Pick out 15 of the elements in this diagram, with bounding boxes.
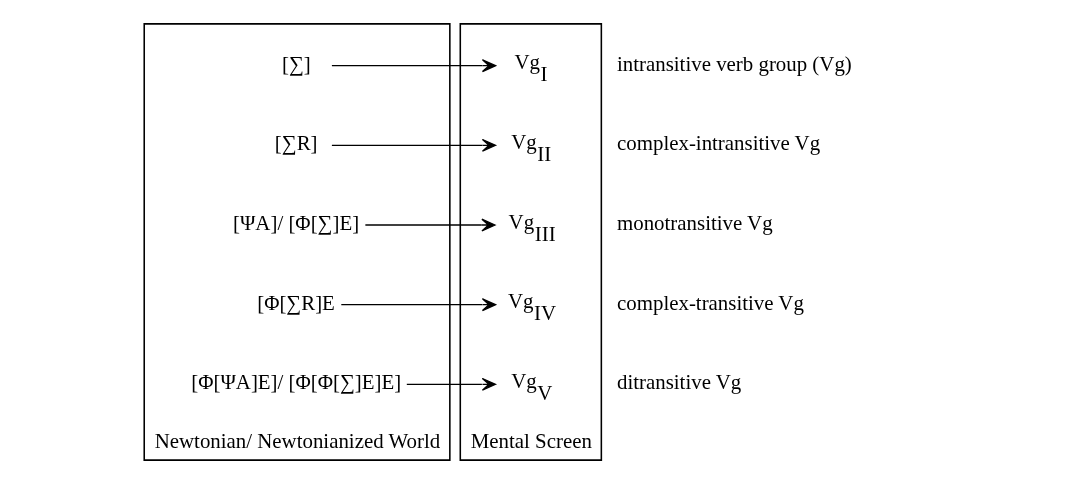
node-label: complex-transitive Vg <box>617 290 804 315</box>
arrow <box>406 377 497 391</box>
arrow <box>364 218 496 232</box>
node-text: [∑] <box>282 51 311 76</box>
arrow <box>331 138 497 152</box>
node-label: complex-intransitive Vg <box>617 131 821 156</box>
node-label: monotransitive Vg <box>617 210 773 235</box>
node-text: [∑R] <box>274 131 318 156</box>
arrow <box>331 59 497 73</box>
node-text: [ΨA]/ [Φ[∑]E] <box>233 210 360 235</box>
arrow <box>340 298 497 312</box>
node-text: [Φ[ΨA]E]/ [Φ[Φ[∑]E]E] <box>191 370 402 395</box>
node-label: intransitive verb group (Vg) <box>617 51 852 76</box>
node-text: [Φ[∑R]E <box>257 290 335 315</box>
node-label: ditransitive Vg <box>617 370 742 395</box>
